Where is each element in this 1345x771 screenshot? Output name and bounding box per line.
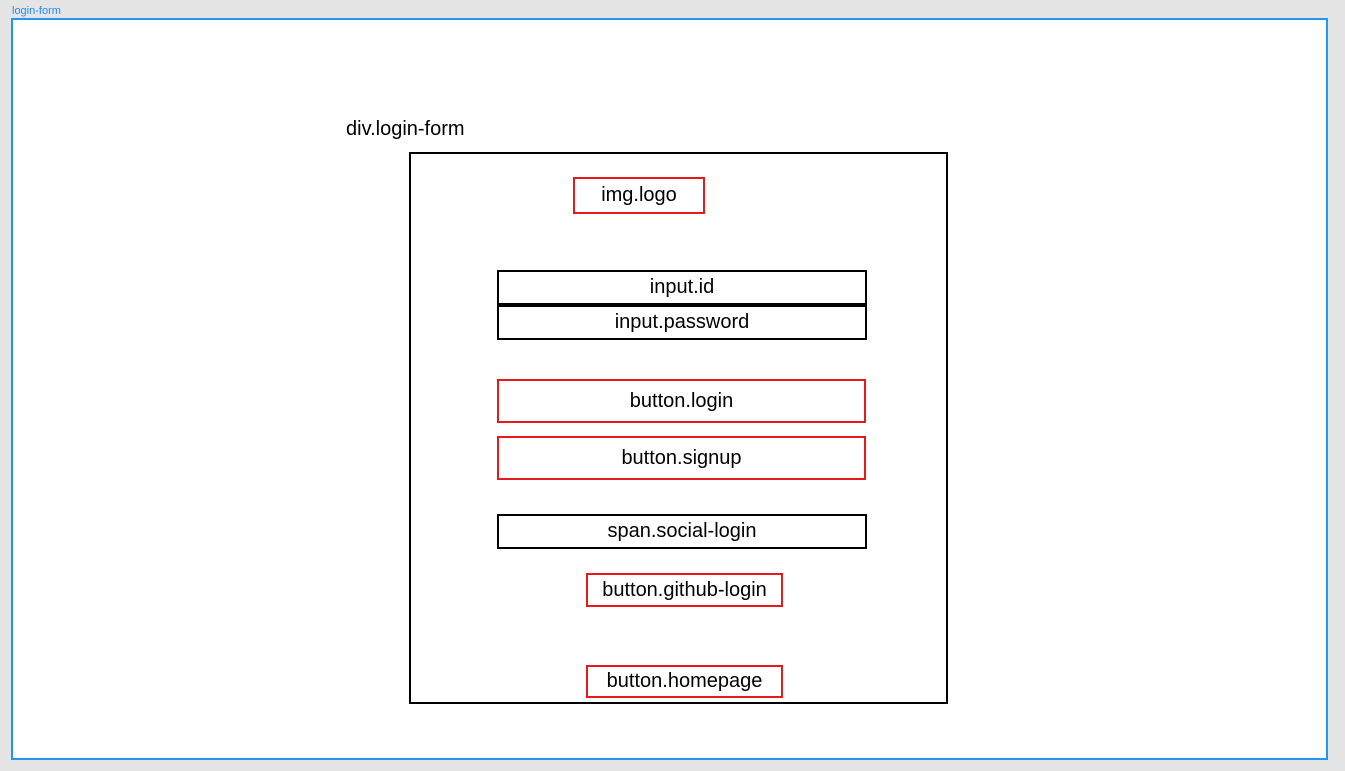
homepage-button[interactable]: button.homepage bbox=[586, 665, 783, 698]
id-input[interactable]: input.id bbox=[497, 270, 867, 305]
signup-button[interactable]: button.signup bbox=[497, 436, 866, 480]
password-input[interactable]: input.password bbox=[497, 305, 867, 340]
social-login-label: span.social-login bbox=[497, 514, 867, 549]
container-label: div.login-form bbox=[346, 118, 465, 140]
github-login-button[interactable]: button.github-login bbox=[586, 573, 783, 607]
login-button[interactable]: button.login bbox=[497, 379, 866, 423]
frame-label: login-form bbox=[12, 5, 61, 17]
logo-image: img.logo bbox=[573, 177, 705, 214]
login-form-container bbox=[409, 152, 948, 704]
